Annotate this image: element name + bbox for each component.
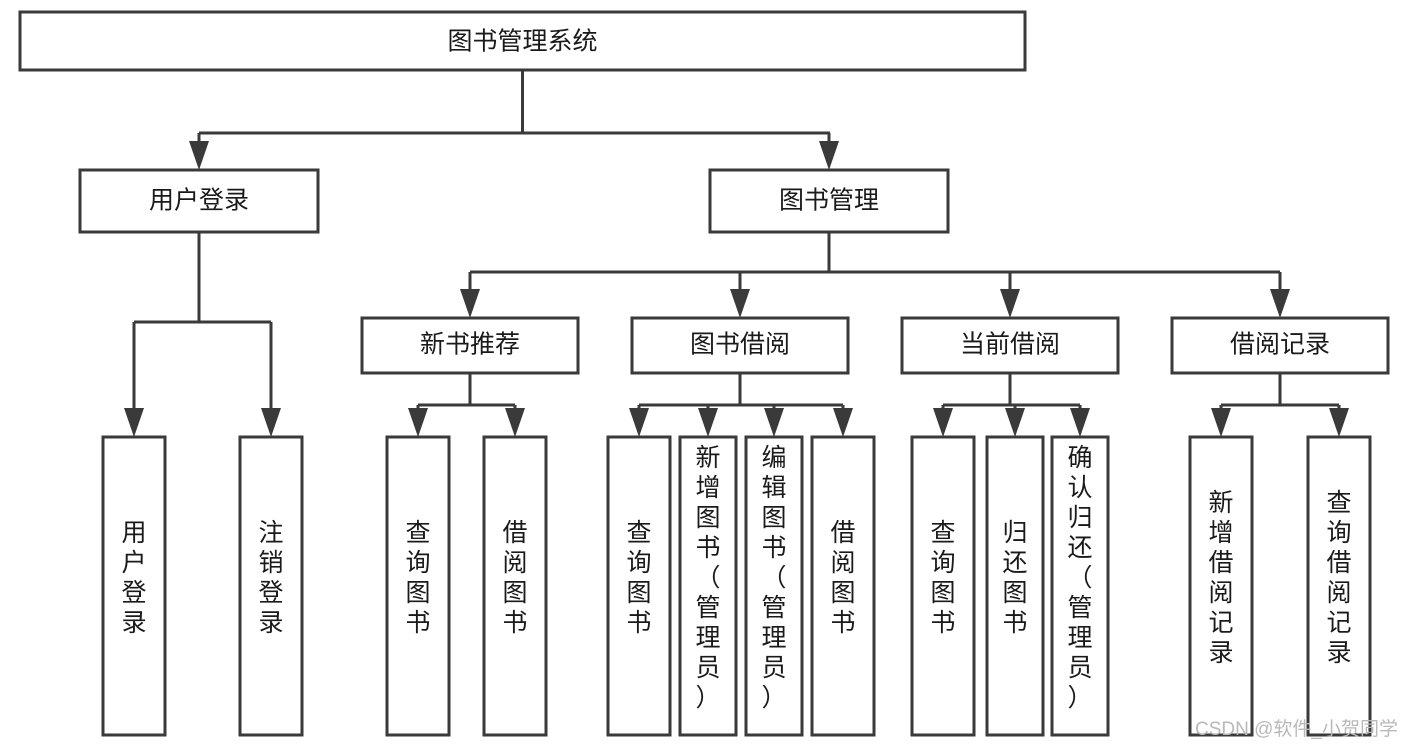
- node-book-borrow[interactable]: 图书借阅: [630, 316, 850, 375]
- arrowhead-cb-leaf-2: [1005, 408, 1025, 437]
- node-user-login[interactable]: 用户登录: [78, 168, 320, 234]
- node-leaf-add-borrow-record[interactable]: 新增借阅记录: [1188, 435, 1254, 737]
- node-user-login-box[interactable]: [78, 168, 320, 234]
- node-leaf-return-book-box[interactable]: [985, 435, 1045, 737]
- node-leaf-query-book-borrow-label: 查询图书: [626, 519, 651, 637]
- node-leaf-query-book-current[interactable]: 查询图书: [910, 435, 976, 737]
- node-leaf-user-login[interactable]: 用户登录: [101, 435, 167, 737]
- node-leaf-borrow-book-rec-box[interactable]: [482, 435, 548, 737]
- node-leaf-user-logout-box[interactable]: [238, 435, 304, 737]
- node-leaf-query-book-current-label: 查询图书: [930, 519, 955, 637]
- node-current-borrow[interactable]: 当前借阅: [900, 316, 1120, 375]
- node-leaf-query-book-rec[interactable]: 查询图书: [385, 435, 451, 737]
- node-leaf-user-logout[interactable]: 注销登录: [238, 435, 304, 737]
- node-leaf-borrow-book[interactable]: 借阅图书: [810, 435, 876, 737]
- node-leaf-query-borrow-record-label: 查询借阅记录: [1326, 489, 1351, 667]
- connector-group-new-book-rec-to-leaves: [408, 373, 525, 437]
- node-new-book-rec-box[interactable]: [360, 316, 580, 375]
- connector-group-book-manage-to-level3: [460, 232, 1290, 318]
- arrowhead-nbr-leaf-1: [408, 408, 428, 437]
- node-leaf-add-book-label: 新增图书（管理员）: [695, 444, 720, 712]
- arrowhead-user-login-leaf-1: [124, 408, 144, 437]
- node-leaf-user-login-label: 用户登录: [121, 519, 146, 637]
- connector-group-book-borrow-to-leaves: [629, 373, 853, 437]
- csdn-watermark: CSDN @软件_小贺同学: [1195, 718, 1398, 740]
- node-leaf-edit-book-label: 编辑图书（管理员）: [761, 444, 786, 712]
- connector-group-user-login-to-leaves: [124, 232, 281, 437]
- node-leaf-user-logout-label: 注销登录: [258, 519, 283, 637]
- node-leaf-query-book-borrow-box[interactable]: [606, 435, 672, 737]
- node-borrow-record-box[interactable]: [1170, 316, 1390, 375]
- node-leaf-query-book-rec-box[interactable]: [385, 435, 451, 737]
- node-leaf-query-book-rec-label: 查询图书: [405, 519, 430, 637]
- arrowhead-bb-leaf-4: [833, 408, 853, 437]
- connector-group-root-to-level2: [189, 70, 839, 170]
- node-leaf-edit-book[interactable]: 编辑图书（管理员）: [744, 435, 804, 737]
- node-leaf-query-book-borrow[interactable]: 查询图书: [606, 435, 672, 737]
- arrowhead-bm-book-borrow: [730, 289, 750, 318]
- node-borrow-record-label: 借阅记录: [1230, 331, 1330, 359]
- connector-group-borrow-record-to-leaves: [1211, 373, 1349, 437]
- arrowhead-cb-leaf-3: [1070, 408, 1090, 437]
- arrowhead-user-login-leaf-2: [261, 408, 281, 437]
- node-current-borrow-box[interactable]: [900, 316, 1120, 375]
- arrowhead-root-to-book-manage: [819, 141, 839, 170]
- node-book-manage-label: 图书管理: [779, 187, 879, 215]
- node-borrow-record[interactable]: 借阅记录: [1170, 316, 1390, 375]
- arrowhead-bb-leaf-3: [764, 408, 784, 437]
- node-leaf-edit-book-box[interactable]: [744, 435, 804, 737]
- node-book-manage-box[interactable]: [708, 168, 950, 234]
- arrowhead-root-to-user-login: [189, 141, 209, 170]
- node-leaf-query-book-current-box[interactable]: [910, 435, 976, 737]
- node-leaf-add-borrow-record-box[interactable]: [1188, 435, 1254, 737]
- node-leaf-confirm-return[interactable]: 确认归还（管理员）: [1050, 435, 1110, 737]
- arrowhead-bb-leaf-1: [629, 408, 649, 437]
- node-root-box[interactable]: [18, 10, 1027, 72]
- arrowhead-br-leaf-1: [1211, 408, 1231, 437]
- node-root-label: 图书管理系统: [447, 28, 597, 56]
- arrowhead-bm-new-book-rec: [460, 289, 480, 318]
- node-leaf-confirm-return-box[interactable]: [1050, 435, 1110, 737]
- node-leaf-borrow-book-box[interactable]: [810, 435, 876, 737]
- connector-group-current-borrow-to-leaves: [933, 373, 1090, 437]
- node-new-book-rec[interactable]: 新书推荐: [360, 316, 580, 375]
- arrowhead-cb-leaf-1: [933, 408, 953, 437]
- node-leaf-query-borrow-record[interactable]: 查询借阅记录: [1306, 435, 1372, 737]
- arrowhead-bm-borrow-record: [1270, 289, 1290, 318]
- node-leaf-add-book-box[interactable]: [678, 435, 738, 737]
- node-current-borrow-label: 当前借阅: [960, 331, 1060, 359]
- node-user-login-label: 用户登录: [149, 187, 249, 215]
- node-leaf-user-login-box[interactable]: [101, 435, 167, 737]
- node-new-book-rec-label: 新书推荐: [420, 331, 520, 359]
- node-book-borrow-label: 图书借阅: [690, 331, 790, 359]
- arrowhead-bm-current-borrow: [1000, 289, 1020, 318]
- arrowhead-bb-leaf-2: [698, 408, 718, 437]
- node-leaf-return-book-label: 归还图书: [1002, 519, 1027, 637]
- node-book-borrow-box[interactable]: [630, 316, 850, 375]
- node-leaf-query-borrow-record-box[interactable]: [1306, 435, 1372, 737]
- arrowhead-nbr-leaf-2: [505, 408, 525, 437]
- node-leaf-add-book[interactable]: 新增图书（管理员）: [678, 435, 738, 737]
- node-leaf-add-borrow-record-label: 新增借阅记录: [1208, 489, 1233, 667]
- node-root[interactable]: 图书管理系统: [18, 10, 1027, 72]
- node-leaf-borrow-book-rec-label: 借阅图书: [502, 519, 527, 637]
- arrowhead-br-leaf-2: [1329, 408, 1349, 437]
- node-book-manage[interactable]: 图书管理: [708, 168, 950, 234]
- node-leaf-borrow-book-rec[interactable]: 借阅图书: [482, 435, 548, 737]
- node-leaf-borrow-book-label: 借阅图书: [830, 519, 855, 637]
- node-leaf-return-book[interactable]: 归还图书: [985, 435, 1045, 737]
- node-leaf-confirm-return-label: 确认归还（管理员）: [1067, 444, 1092, 712]
